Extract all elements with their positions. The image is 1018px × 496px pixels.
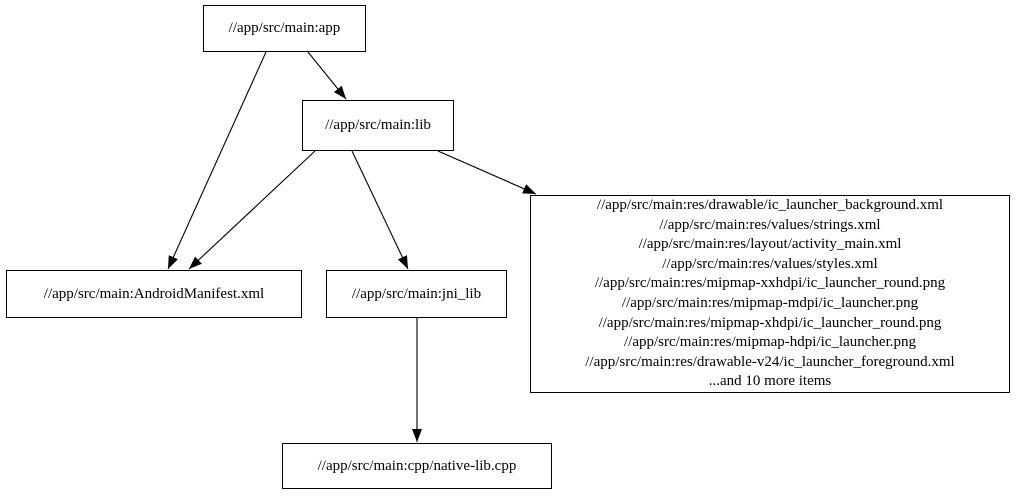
node-app: //app/src/main:app	[203, 5, 366, 52]
resource-item: //app/src/main:res/mipmap-xxhdpi/ic_laun…	[594, 275, 946, 292]
node-native-lib-cpp: //app/src/main:cpp/native-lib.cpp	[282, 443, 552, 489]
node-resources-group: //app/src/main:res/drawable/ic_launcher_…	[530, 195, 1010, 393]
node-app-label: //app/src/main:app	[228, 20, 341, 36]
resource-item: //app/src/main:res/drawable/ic_launcher_…	[596, 197, 944, 214]
resource-item: //app/src/main:res/values/styles.xml	[662, 255, 878, 272]
resource-item: //app/src/main:res/mipmap-mdpi/ic_launch…	[621, 295, 919, 311]
resource-item: //app/src/main:res/mipmap-hdpi/ic_launch…	[623, 334, 916, 351]
node-android-manifest: //app/src/main:AndroidManifest.xml	[6, 270, 302, 318]
node-jni-lib-label: //app/src/main:jni_lib	[351, 285, 482, 302]
node-jni-lib: //app/src/main:jni_lib	[326, 270, 507, 318]
edge-lib-to-resources	[437, 150, 537, 195]
edge-app-to-lib	[307, 51, 347, 100]
node-lib: //app/src/main:lib	[302, 100, 454, 151]
resource-item: //app/src/main:res/layout/activity_main.…	[638, 236, 902, 253]
edge-app-to-manifest	[167, 51, 267, 270]
node-lib-label: //app/src/main:lib	[325, 117, 431, 133]
edge-lib-to-jni-lib	[351, 150, 409, 270]
resource-more-items: ...and 10 more items	[708, 373, 832, 390]
node-android-manifest-label: //app/src/main:AndroidManifest.xml	[43, 285, 265, 302]
resource-item: //app/src/main:res/values/strings.xml	[659, 216, 881, 233]
edge-lib-to-manifest	[188, 150, 316, 270]
resource-item: //app/src/main:res/drawable-v24/ic_launc…	[585, 353, 955, 370]
resource-item: //app/src/main:res/mipmap-xhdpi/ic_launc…	[598, 314, 942, 331]
node-native-lib-cpp-label: //app/src/main:cpp/native-lib.cpp	[317, 457, 517, 474]
